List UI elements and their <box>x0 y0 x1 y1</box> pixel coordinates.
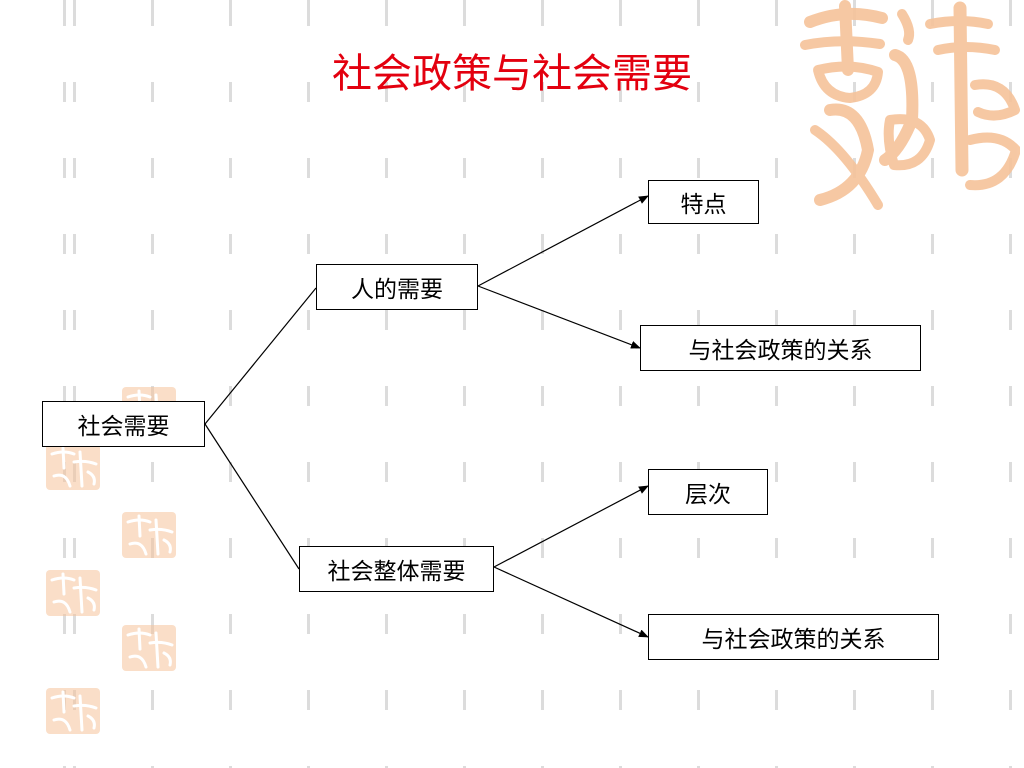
calligraphy-seal-icon <box>46 688 100 734</box>
calligraphy-seal-icon <box>122 512 176 558</box>
connector-root-to-society-needs <box>204 423 300 570</box>
node-levels: 层次 <box>648 469 768 515</box>
calligraphy-seal-icon <box>122 625 176 671</box>
slide-title: 社会政策与社会需要 <box>332 51 692 97</box>
node-relation-society: 与社会政策的关系 <box>648 614 939 660</box>
node-society-needs: 社会整体需要 <box>299 546 494 592</box>
calligraphy-seal-icon <box>46 570 100 616</box>
node-social-needs: 社会需要 <box>42 401 205 447</box>
arrow-society-needs-to-levels <box>493 485 649 568</box>
calligraphy-seal-icon <box>46 444 100 490</box>
node-relation-human: 与社会政策的关系 <box>640 325 921 371</box>
calligraphy-seal-icon <box>800 0 1020 210</box>
node-human-needs: 人的需要 <box>316 264 478 310</box>
node-features: 特点 <box>648 180 759 224</box>
connector-root-to-human-needs <box>204 287 317 425</box>
arrow-human-needs-to-features <box>477 195 649 287</box>
arrow-human-needs-to-relation <box>477 285 641 349</box>
arrow-society-needs-to-relation <box>493 566 649 638</box>
